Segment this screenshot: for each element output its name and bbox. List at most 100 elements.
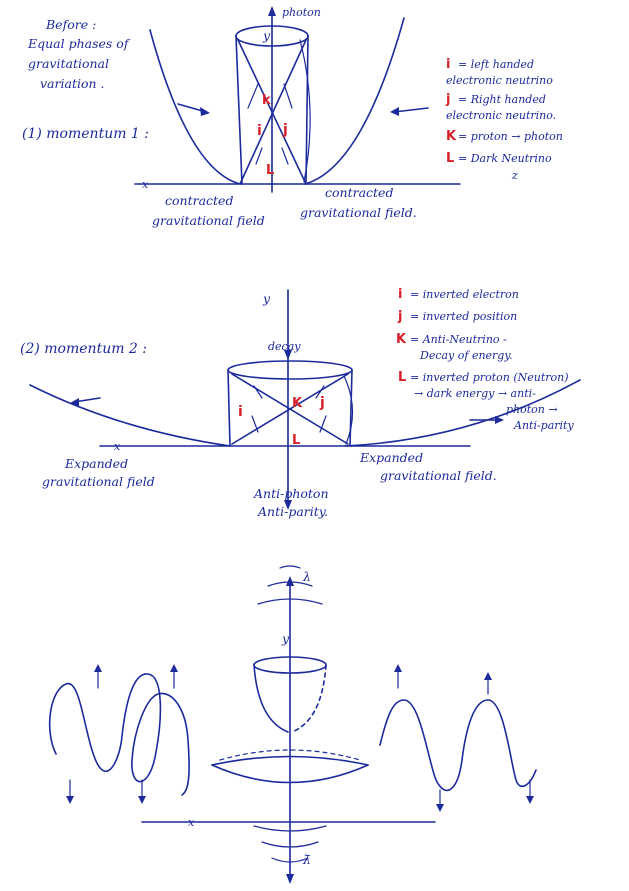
legend-1-key-k: K [446, 129, 457, 144]
legend-1-key-j: j [445, 92, 450, 107]
cylinder-left-1 [235, 35, 243, 185]
legend-1-text-k-1: = proton → photon [458, 130, 563, 143]
note-line-2: Equal phases of [27, 36, 131, 51]
cylinder-right-1 [305, 35, 309, 185]
box-curve-2 [343, 375, 354, 445]
legend-2-key-l: L [398, 370, 406, 385]
inner-arrow-8 [319, 415, 327, 433]
label-l-2: L [292, 433, 300, 448]
legend-1-text-j-1: = Right handed [458, 93, 546, 106]
lambda-bottom-label: λ̄ [302, 852, 311, 867]
left-parabola-1 [149, 29, 241, 185]
push-arrow-right-1 [393, 107, 429, 113]
lens-top [211, 755, 369, 766]
legend-2: i = inverted electron j = inverted posit… [396, 287, 574, 432]
left-wave-down-1-icon [66, 796, 74, 804]
anti-parity-label: Anti-parity. [257, 504, 328, 519]
diagonal-b-1 [239, 39, 307, 185]
y-label-3: y [281, 631, 290, 646]
legend-1: i = left handed electronic neutrino j = … [445, 57, 563, 182]
field-left-1-line-1: contracted [165, 193, 233, 208]
y-label-2: y [262, 291, 271, 306]
right-wave [379, 699, 537, 792]
field-right-2-line-1: Expanded [359, 450, 423, 465]
x-label-3: x [188, 816, 195, 829]
right-wave-down-1-icon [436, 804, 444, 812]
lens-dashed [219, 749, 361, 761]
cone-left [253, 664, 289, 733]
legend-1-text-j-2: electronic neutrino. [446, 109, 556, 122]
label-j-2: j [319, 395, 325, 411]
bottom-arc-3 [271, 857, 309, 863]
legend-2-text-l-2: → dark energy → anti- [414, 387, 536, 400]
note-line-3: gravitational [28, 56, 109, 71]
note-line-1: Before : [45, 17, 96, 32]
field-left-2-line-2: gravitational field [42, 474, 155, 489]
left-wave-up-1-icon [94, 664, 102, 672]
right-wave-up-2-icon [484, 672, 492, 680]
right-curve-2 [344, 379, 581, 447]
field-right-1-line-2: gravitational field. [300, 205, 417, 220]
label-i-1: i [257, 123, 262, 139]
label-l-1: L [266, 163, 274, 178]
diagonal-a-1 [237, 39, 307, 185]
label-i-2: i [238, 404, 243, 420]
inner-arrow-4 [281, 147, 289, 165]
field-left-1-line-2: gravitational field [152, 213, 265, 228]
inner-arrow-6 [315, 385, 325, 399]
left-wave-up-2-icon [170, 664, 178, 672]
photon-label: photon [282, 6, 321, 19]
field-right-2-line-2: gravitational field. [380, 468, 497, 483]
legend-2-text-k-1: = Anti-Neutrino - [410, 333, 507, 346]
field-left-2-line-1: Expanded [64, 456, 128, 471]
box-top-2 [227, 360, 353, 380]
cone-right-dashed [291, 664, 327, 733]
legend-2-text-i-1: = inverted electron [410, 288, 519, 301]
bottom-arc-1 [253, 825, 327, 832]
legend-2-key-k: K [396, 332, 407, 347]
right-parabola-1 [304, 17, 405, 185]
anti-photon-label: Anti-photon [253, 486, 329, 501]
legend-2-text-l-1: = inverted proton (Neutron) [410, 371, 569, 384]
lambda-up-arrow-icon [286, 576, 294, 586]
legend-2-key-j: j [397, 309, 402, 324]
legend-2-text-l-3: photon → [506, 403, 558, 416]
legend-1-key-l: L [446, 151, 454, 166]
x-label-1: x [142, 178, 149, 191]
lambda-top-label: λ [302, 569, 311, 584]
inner-arrow-2 [283, 83, 293, 109]
diagram2-title: (2) momentum 2 : [20, 341, 147, 357]
inner-arrow-5 [253, 385, 263, 399]
diagram-momentum-1: Before : Equal phases of gravitational v… [22, 6, 563, 228]
legend-1-key-i: i [446, 57, 450, 72]
diagram-momentum-2: (2) momentum 2 : y decay x i K j L Expan… [20, 287, 581, 519]
legend-1-text-l-2: z [511, 169, 518, 182]
push-arrow-right-1-icon [390, 107, 399, 116]
label-k-2: K [292, 396, 303, 411]
diagram-wave: y λ x λ̄ [48, 565, 537, 884]
top-arc-3 [257, 598, 323, 605]
diagonal-b-2 [231, 373, 349, 445]
inner-arrow-1 [247, 83, 259, 109]
left-curve-2 [29, 384, 231, 447]
decay-label: decay [268, 340, 301, 353]
label-k-1: k [262, 93, 271, 108]
inner-arrow-7 [251, 415, 259, 433]
legend-2-text-l-4: Anti-parity [513, 419, 574, 432]
y-axis-2-arrow-icon [284, 500, 292, 510]
legend-2-key-i: i [398, 287, 402, 302]
left-wave [48, 673, 190, 796]
right-wave-down-2-icon [526, 796, 534, 804]
bottom-arc-2 [261, 841, 319, 848]
top-arc-1 [279, 565, 301, 569]
diagram1-title: (1) momentum 1 : [22, 126, 149, 142]
legend-1-text-i-2: electronic neutrino [446, 74, 553, 87]
push-arrow-left-1-icon [200, 107, 210, 116]
left-wave-down-2-icon [138, 796, 146, 804]
lens-bottom [211, 764, 369, 784]
box-right-2 [349, 369, 353, 447]
legend-1-text-l-1: = Dark Neutrino [458, 152, 552, 165]
right-wave-up-1-icon [394, 664, 402, 672]
